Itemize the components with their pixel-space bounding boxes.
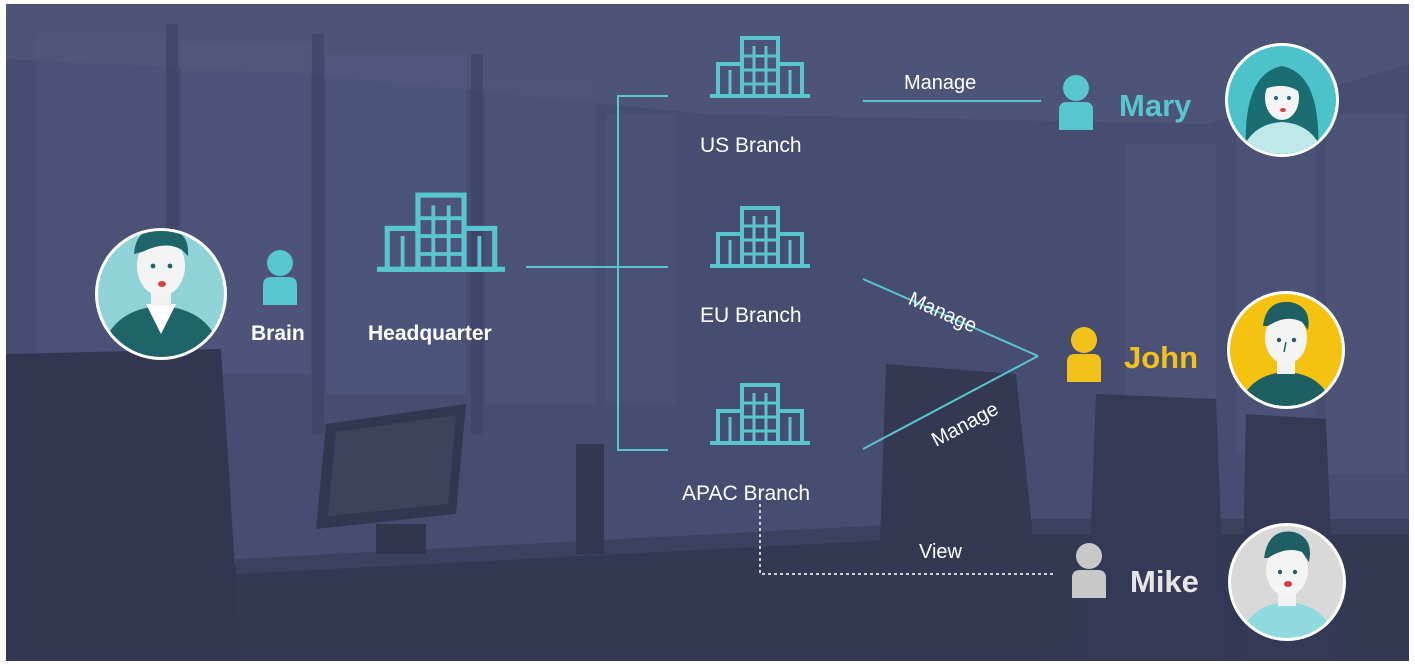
headquarter-label: Headquarter	[368, 322, 492, 345]
eu-branch-label: EU Branch	[700, 304, 802, 327]
mary-name: Mary	[1119, 88, 1192, 123]
edge-label-apac-mike: View	[919, 541, 962, 563]
john-name: John	[1124, 340, 1199, 375]
connector-lines	[526, 95, 1056, 575]
mike-avatar	[1228, 523, 1346, 641]
mary-avatar	[1225, 43, 1339, 157]
brain-avatar	[95, 228, 227, 360]
john-person-icon	[1067, 327, 1101, 382]
mike-name: Mike	[1130, 564, 1199, 599]
edge-label-us-mary: Manage	[904, 72, 977, 94]
conference-room-background	[6, 4, 1409, 661]
us-branch-building-icon	[708, 36, 812, 98]
org-diagram	[95, 36, 1346, 641]
mary-person-icon	[1059, 75, 1093, 130]
eu-branch-building-icon	[708, 206, 812, 268]
brain-person-icon	[263, 250, 297, 305]
brain-label: Brain	[251, 322, 305, 345]
headquarter-building-icon	[377, 195, 505, 269]
mike-person-icon	[1072, 543, 1106, 598]
apac-branch-building-icon	[708, 383, 812, 445]
apac-branch-label: APAC Branch	[682, 482, 810, 505]
diagram-canvas: Brain Headquarter US Branch EU Branch AP…	[6, 4, 1409, 661]
us-branch-label: US Branch	[700, 134, 802, 157]
john-avatar	[1227, 291, 1345, 409]
